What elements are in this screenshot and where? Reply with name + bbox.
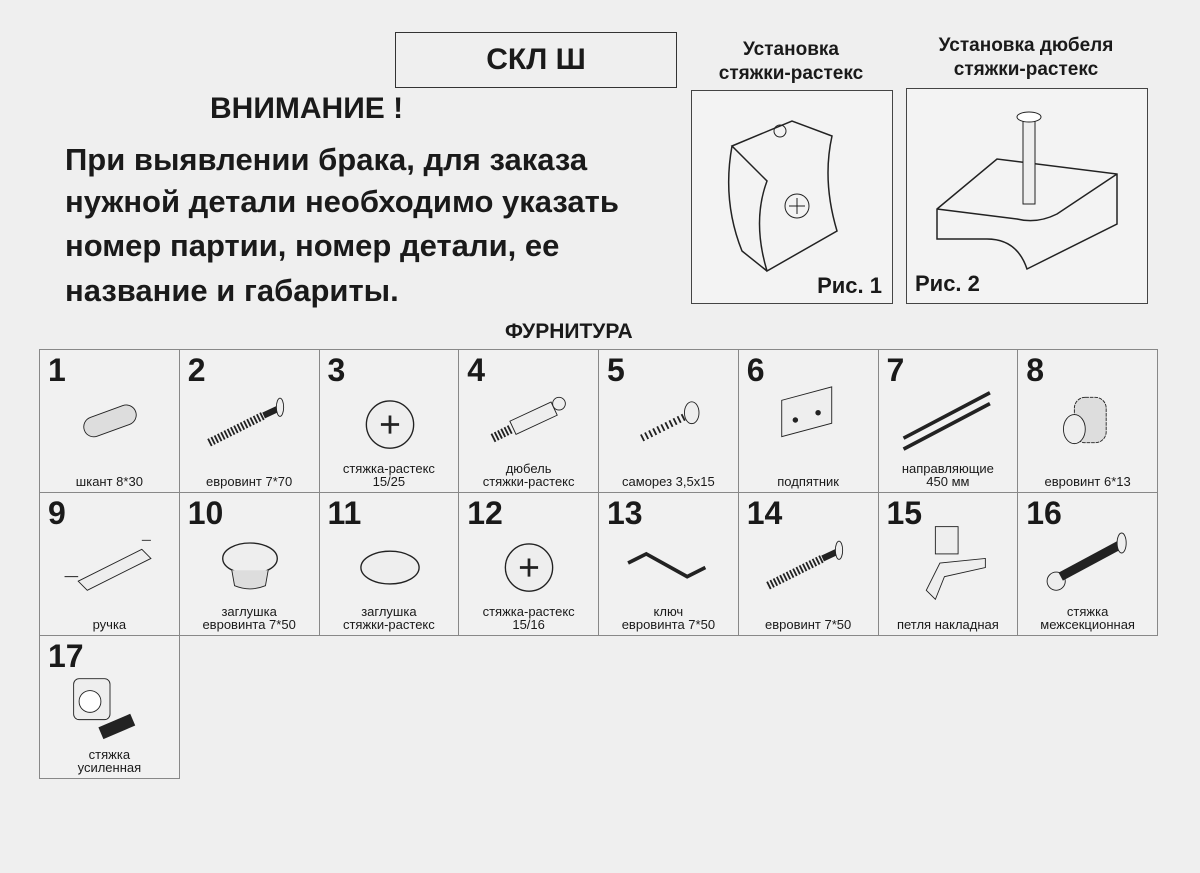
item-label: стяжка усиленная [77, 747, 142, 775]
fitting-item-5: 5 саморез 3,5х15 [598, 349, 739, 493]
connector-icon [1046, 532, 1127, 591]
warning-line: номер партии, номер детали, ее [65, 228, 560, 263]
hex-key-icon [627, 551, 707, 579]
warning-line: При выявлении брака, для заказа [65, 142, 588, 177]
item-number: 15 [886, 495, 923, 531]
item-number: 1 [48, 352, 66, 388]
figure-2-caption: Рис. 2 [915, 271, 980, 296]
hinge-icon [925, 526, 986, 601]
figure-2: Рис. 2 [906, 88, 1148, 304]
item-number: 10 [187, 495, 224, 531]
item-label: евровинт 6*13 [1044, 474, 1131, 489]
figure-1-caption: Рис. 1 [817, 273, 882, 298]
item-label: ключ евровинта 7*50 [621, 604, 716, 632]
dowel-install-illustration [936, 111, 1118, 271]
item-label: евровинт 7*50 [764, 617, 852, 632]
item-label: подпятник [777, 474, 839, 489]
figure-1-title: Установка стяжки-растекс [718, 39, 864, 84]
fitting-item-9: 9 ручка [39, 492, 180, 636]
item-number: 2 [187, 352, 206, 388]
warning-title: ВНИМАНИЕ ! [210, 92, 404, 125]
handle-icon [64, 539, 152, 591]
cam-lock-icon [365, 400, 414, 449]
fitting-item-12: 12 стяжка-растекс 15/16 [458, 492, 599, 636]
fittings-title: ФУРНИТУРА [505, 320, 633, 343]
item-label: направляющие 450 мм [901, 461, 994, 489]
product-code: СКЛ Ш [395, 32, 677, 88]
fitting-item-11: 11 заглушка стяжки-растекс [318, 492, 460, 636]
fitting-item-1: 1 шкант 8*30 [39, 349, 180, 493]
fitting-item-4: 4 дюбель стяжки-растекс [458, 349, 599, 493]
warning-line: название и габариты. [65, 273, 399, 308]
item-number: 14 [746, 495, 783, 531]
fitting-item-14: 14 евровинт 7*50 [737, 492, 879, 636]
disc-cap-icon [359, 550, 420, 585]
fitting-item-7: 7 направляющие 450 мм [877, 349, 1019, 493]
fittings-grid: 1 шкант 8*30 2 евровинт 7*70 3 стяжка-растекс… [39, 349, 1158, 779]
item-label: стяжка-растекс 15/25 [342, 461, 435, 489]
item-label: ручка [92, 617, 127, 632]
item-number: 9 [48, 495, 66, 531]
foot-pad-icon [781, 386, 832, 438]
item-label: заглушка евровинта 7*50 [202, 604, 296, 632]
item-number: 17 [48, 638, 84, 674]
item-label: заглушка стяжки-растекс [342, 604, 435, 632]
item-number: 12 [467, 495, 503, 531]
fitting-item-15: 15 петля накладная [877, 492, 1019, 636]
fitting-item-2: 2 евровинт 7*70 [178, 349, 320, 493]
wood-screw-icon [640, 401, 700, 442]
item-number: 4 [467, 352, 486, 388]
fitting-item-13: 13 ключ евровинта 7*50 [598, 492, 739, 636]
item-number: 5 [607, 352, 625, 388]
drawer-rail-icon [902, 391, 991, 451]
figure-1: Рис. 1 [691, 90, 893, 304]
cam-lock-icon [504, 543, 554, 592]
dowel-icon [83, 404, 137, 438]
screw-icon [766, 540, 843, 590]
item-label: шкант 8*30 [75, 474, 143, 489]
fitting-item-8: 8 евровинт 6*13 [1017, 349, 1158, 493]
item-number: 6 [746, 352, 765, 388]
item-label: петля накладная [896, 617, 999, 632]
item-label: евровинт 7*70 [205, 474, 293, 489]
item-label: саморез 3,5х15 [622, 474, 715, 489]
cam-bolt-icon [490, 396, 567, 443]
fitting-item-10: 10 заглушка евровинта 7*50 [178, 492, 320, 636]
item-number: 11 [327, 495, 362, 531]
item-label: стяжка-растекс 15/16 [482, 604, 575, 632]
fitting-item-17: 17 стяжка усиленная [39, 635, 180, 779]
warning-line: нужной детали необходимо указать [65, 184, 619, 219]
item-number: 13 [607, 495, 643, 531]
item-number: 16 [1026, 495, 1062, 531]
item-number: 7 [886, 352, 905, 388]
item-label: стяжка межсекционная [1040, 604, 1135, 632]
item-number: 8 [1026, 352, 1045, 388]
reinforced-cam-icon [73, 678, 136, 740]
fitting-item-16: 16 стяжка межсекционная [1017, 492, 1158, 636]
cam-lock-install-illustration [727, 120, 838, 273]
fitting-item-6: 6 подпятник [737, 349, 879, 493]
item-label: дюбель стяжки-растекс [482, 461, 575, 489]
item-number: 3 [327, 352, 346, 388]
cap-icon [221, 542, 278, 590]
screw-icon [207, 397, 284, 447]
short-screw-icon [1063, 396, 1107, 445]
fitting-item-3: 3 стяжка-растекс 15/25 [318, 349, 460, 493]
figure-2-title: Установка дюбеля стяжки-растекс [938, 35, 1114, 80]
